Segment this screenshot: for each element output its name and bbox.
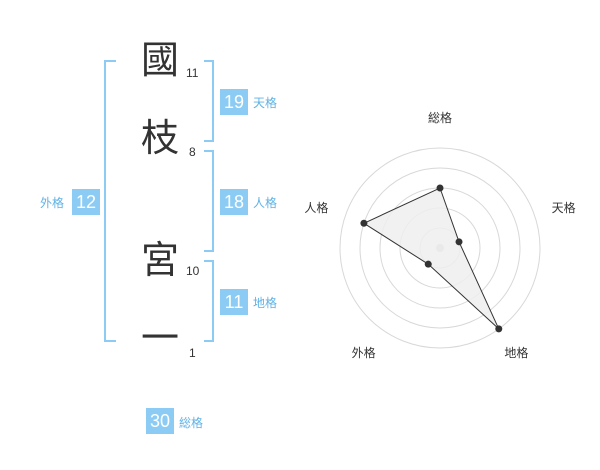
tenkaku-value: 19 (220, 89, 248, 115)
radar-point-2 (455, 238, 463, 246)
stroke-count-3: 10 (186, 264, 200, 278)
jinkaku-bracket (204, 150, 214, 252)
radar-axis-label-4: 外格 (352, 345, 376, 360)
stroke-count-1: 11 (186, 66, 199, 80)
stroke-count-2: 8 (189, 145, 196, 159)
jinkaku-value: 18 (220, 189, 248, 215)
name-char-1: 國 (140, 38, 179, 82)
radar-point-4 (424, 260, 432, 268)
chikaku-label: 地格 (253, 296, 278, 310)
gaikaku-label: 外格 (40, 196, 65, 210)
soukaku-label: 総格 (179, 416, 204, 430)
radar-point-1 (436, 184, 444, 192)
radar-area (362, 187, 500, 330)
radar-ring (359, 167, 521, 329)
radar-points (360, 184, 503, 333)
name-char-4: 一 (140, 316, 179, 360)
jinkaku-label: 人格 (253, 196, 278, 210)
name-char-2: 枝 (140, 116, 179, 160)
radar-point-3 (495, 325, 503, 333)
tenkaku-label: 天格 (253, 96, 278, 110)
radar-axis-label-1: 総格 (428, 110, 452, 125)
radar-ring (339, 147, 541, 349)
tenkaku-bracket (204, 60, 214, 142)
outer-bracket (104, 60, 116, 342)
chikaku-bracket (204, 260, 214, 342)
name-char-3: 宮 (140, 238, 179, 282)
soukaku-value: 30 (146, 408, 174, 434)
chikaku-value: 11 (220, 289, 248, 315)
radar-axis-label-3: 地格 (504, 345, 528, 360)
radar-point-5 (360, 219, 368, 227)
stroke-count-4: 1 (189, 346, 196, 360)
radar-axis-label-2: 天格 (552, 200, 576, 215)
gaikaku-value: 12 (72, 189, 100, 215)
radar-axis-label-5: 人格 (304, 200, 328, 215)
